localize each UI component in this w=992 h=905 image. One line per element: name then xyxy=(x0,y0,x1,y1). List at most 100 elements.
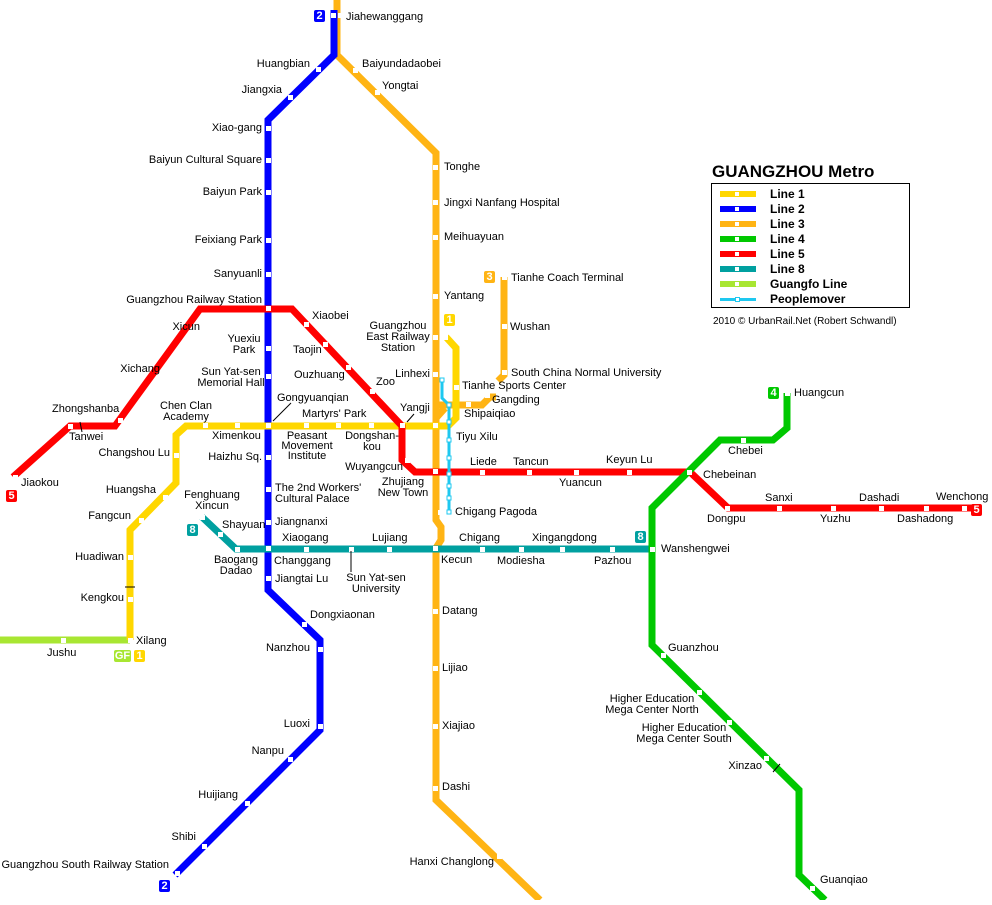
station-label[interactable]: Sanyuanli xyxy=(213,268,262,280)
station-label[interactable]: Huijiang xyxy=(198,789,238,801)
station-label[interactable]: Nanpu xyxy=(251,745,284,757)
station-label[interactable]: Baiyun Cultural Square xyxy=(148,154,262,166)
station-label[interactable]: Pazhou xyxy=(594,555,632,567)
station-label[interactable]: Jiahewanggang xyxy=(346,11,424,23)
station-label[interactable]: Yuzhu xyxy=(820,513,851,525)
station-label[interactable]: Yangji xyxy=(400,402,430,414)
station-label[interactable]: Xiaogang xyxy=(282,532,329,544)
station-label[interactable]: Gongyuanqian xyxy=(277,392,349,404)
station-label[interactable]: Tancun xyxy=(513,456,549,468)
station-label[interactable]: Fangcun xyxy=(88,510,131,522)
station-label[interactable]: Xiaobei xyxy=(312,310,349,322)
station-label[interactable]: Wushan xyxy=(510,321,551,333)
station-label[interactable]: Xilang xyxy=(136,635,167,647)
station-label[interactable]: Guangzhou South Railway Station xyxy=(1,859,169,871)
station-label[interactable]: Datang xyxy=(442,605,478,617)
station-label[interactable]: Dashi xyxy=(442,781,471,793)
station-label[interactable]: Kengkou xyxy=(80,592,124,604)
station-label[interactable]: Martyrs' Park xyxy=(302,408,367,420)
station-label[interactable]: Gangding xyxy=(492,394,540,406)
station-label[interactable]: Tonghe xyxy=(444,161,481,173)
station-label[interactable]: Tianhe Coach Terminal xyxy=(511,272,624,284)
station-label[interactable]: Dongpu xyxy=(707,513,746,525)
station-label[interactable]: Xinzao xyxy=(728,760,762,772)
station-label[interactable]: Guanqiao xyxy=(820,874,868,886)
station-label[interactable]: Xiao-gang xyxy=(211,122,262,134)
station-label[interactable]: Xichang xyxy=(120,363,160,375)
station-label[interactable]: Changgang xyxy=(274,555,331,567)
station-label[interactable]: Xingangdong xyxy=(532,532,597,544)
station-label[interactable]: Guanzhou xyxy=(668,642,719,654)
station-label[interactable]: Wenchong xyxy=(936,491,989,503)
station-label[interactable]: Jiaokou xyxy=(21,477,59,489)
station-label[interactable]: Kecun xyxy=(441,554,473,566)
station-label[interactable]: Shayuan xyxy=(222,519,266,531)
station-label[interactable]: Meihuayuan xyxy=(444,231,504,243)
station-label[interactable]: Baiyun Park xyxy=(202,186,262,198)
station-label[interactable]: Liede xyxy=(470,456,497,468)
station-label[interactable]: Nanzhou xyxy=(265,642,310,654)
station-label[interactable]: The 2nd Workers'Cultural Palace xyxy=(275,483,361,505)
station-label[interactable]: Jiangxia xyxy=(241,84,282,96)
station-label[interactable]: Yuancun xyxy=(559,477,602,489)
station-label[interactable]: Jiangtai Lu xyxy=(275,573,329,585)
station-label[interactable]: South China Normal University xyxy=(511,367,662,379)
station-label[interactable]: Tiyu Xilu xyxy=(456,431,498,443)
station-label[interactable]: Xicun xyxy=(172,321,200,333)
station-label[interactable]: Dashadi xyxy=(859,492,900,504)
station-label[interactable]: Wuyangcun xyxy=(345,461,403,473)
station-label[interactable]: Ximenkou xyxy=(212,430,261,442)
station-label[interactable]: Taojin xyxy=(293,344,322,356)
station-label[interactable]: Xiajiao xyxy=(442,720,476,732)
station-label[interactable]: Huadiwan xyxy=(75,551,124,563)
station-label[interactable]: Keyun Lu xyxy=(606,454,653,466)
station-markers xyxy=(13,13,967,891)
station-label[interactable]: Huangsha xyxy=(105,484,156,496)
station-label[interactable]: Jingxi Nanfang Hospital xyxy=(444,197,560,209)
station-label[interactable]: Lijiao xyxy=(442,662,468,674)
station-label[interactable]: Modiesha xyxy=(497,555,545,567)
station-label[interactable]: Tianhe Sports Center xyxy=(462,380,567,392)
station-label[interactable]: Dongshan-kou xyxy=(340,431,404,453)
station-label[interactable]: Huangbian xyxy=(256,58,310,70)
station-label[interactable]: Yantang xyxy=(444,290,485,302)
station-label[interactable]: Yongtai xyxy=(382,80,419,92)
station-label[interactable]: Jiangnanxi xyxy=(275,516,328,528)
station-label[interactable]: Chebeinan xyxy=(703,469,757,481)
station-label[interactable]: Sanxi xyxy=(765,492,793,504)
station-label[interactable]: Haizhu Sq. xyxy=(208,451,262,463)
station-label[interactable]: Shipaiqiao xyxy=(464,408,516,420)
station-label[interactable]: Dashadong xyxy=(897,513,954,525)
station-label[interactable]: Hanxi Changlong xyxy=(409,856,494,868)
station-label[interactable]: Tanwei xyxy=(69,431,104,443)
station-label[interactable]: Wanshengwei xyxy=(661,543,730,555)
station-label[interactable]: Luoxi xyxy=(283,718,310,730)
station-label[interactable]: Guangzhou Railway Station xyxy=(126,294,262,306)
station-label[interactable]: Chigang xyxy=(459,532,500,544)
station-label[interactable]: Zhongshanba xyxy=(52,403,120,415)
station-label[interactable]: Chebei xyxy=(728,445,763,457)
station-label[interactable]: Changshou Lu xyxy=(98,447,170,459)
station-label[interactable]: Zoo xyxy=(376,376,395,388)
station-label[interactable]: Baiyundadaobei xyxy=(362,58,441,70)
station-label[interactable]: Ouzhuang xyxy=(294,369,345,381)
station-label[interactable]: Linhexi xyxy=(395,368,430,380)
station-label[interactable]: Jushu xyxy=(47,647,77,659)
station-label[interactable]: Huangcun xyxy=(794,387,845,399)
station-label[interactable]: Lujiang xyxy=(372,532,408,544)
station-label[interactable]: Dongxiaonan xyxy=(310,609,375,621)
station-label[interactable]: Feixiang Park xyxy=(194,234,262,246)
station-label[interactable]: Shibi xyxy=(171,831,196,843)
station-label[interactable]: Chigang Pagoda xyxy=(455,506,537,518)
